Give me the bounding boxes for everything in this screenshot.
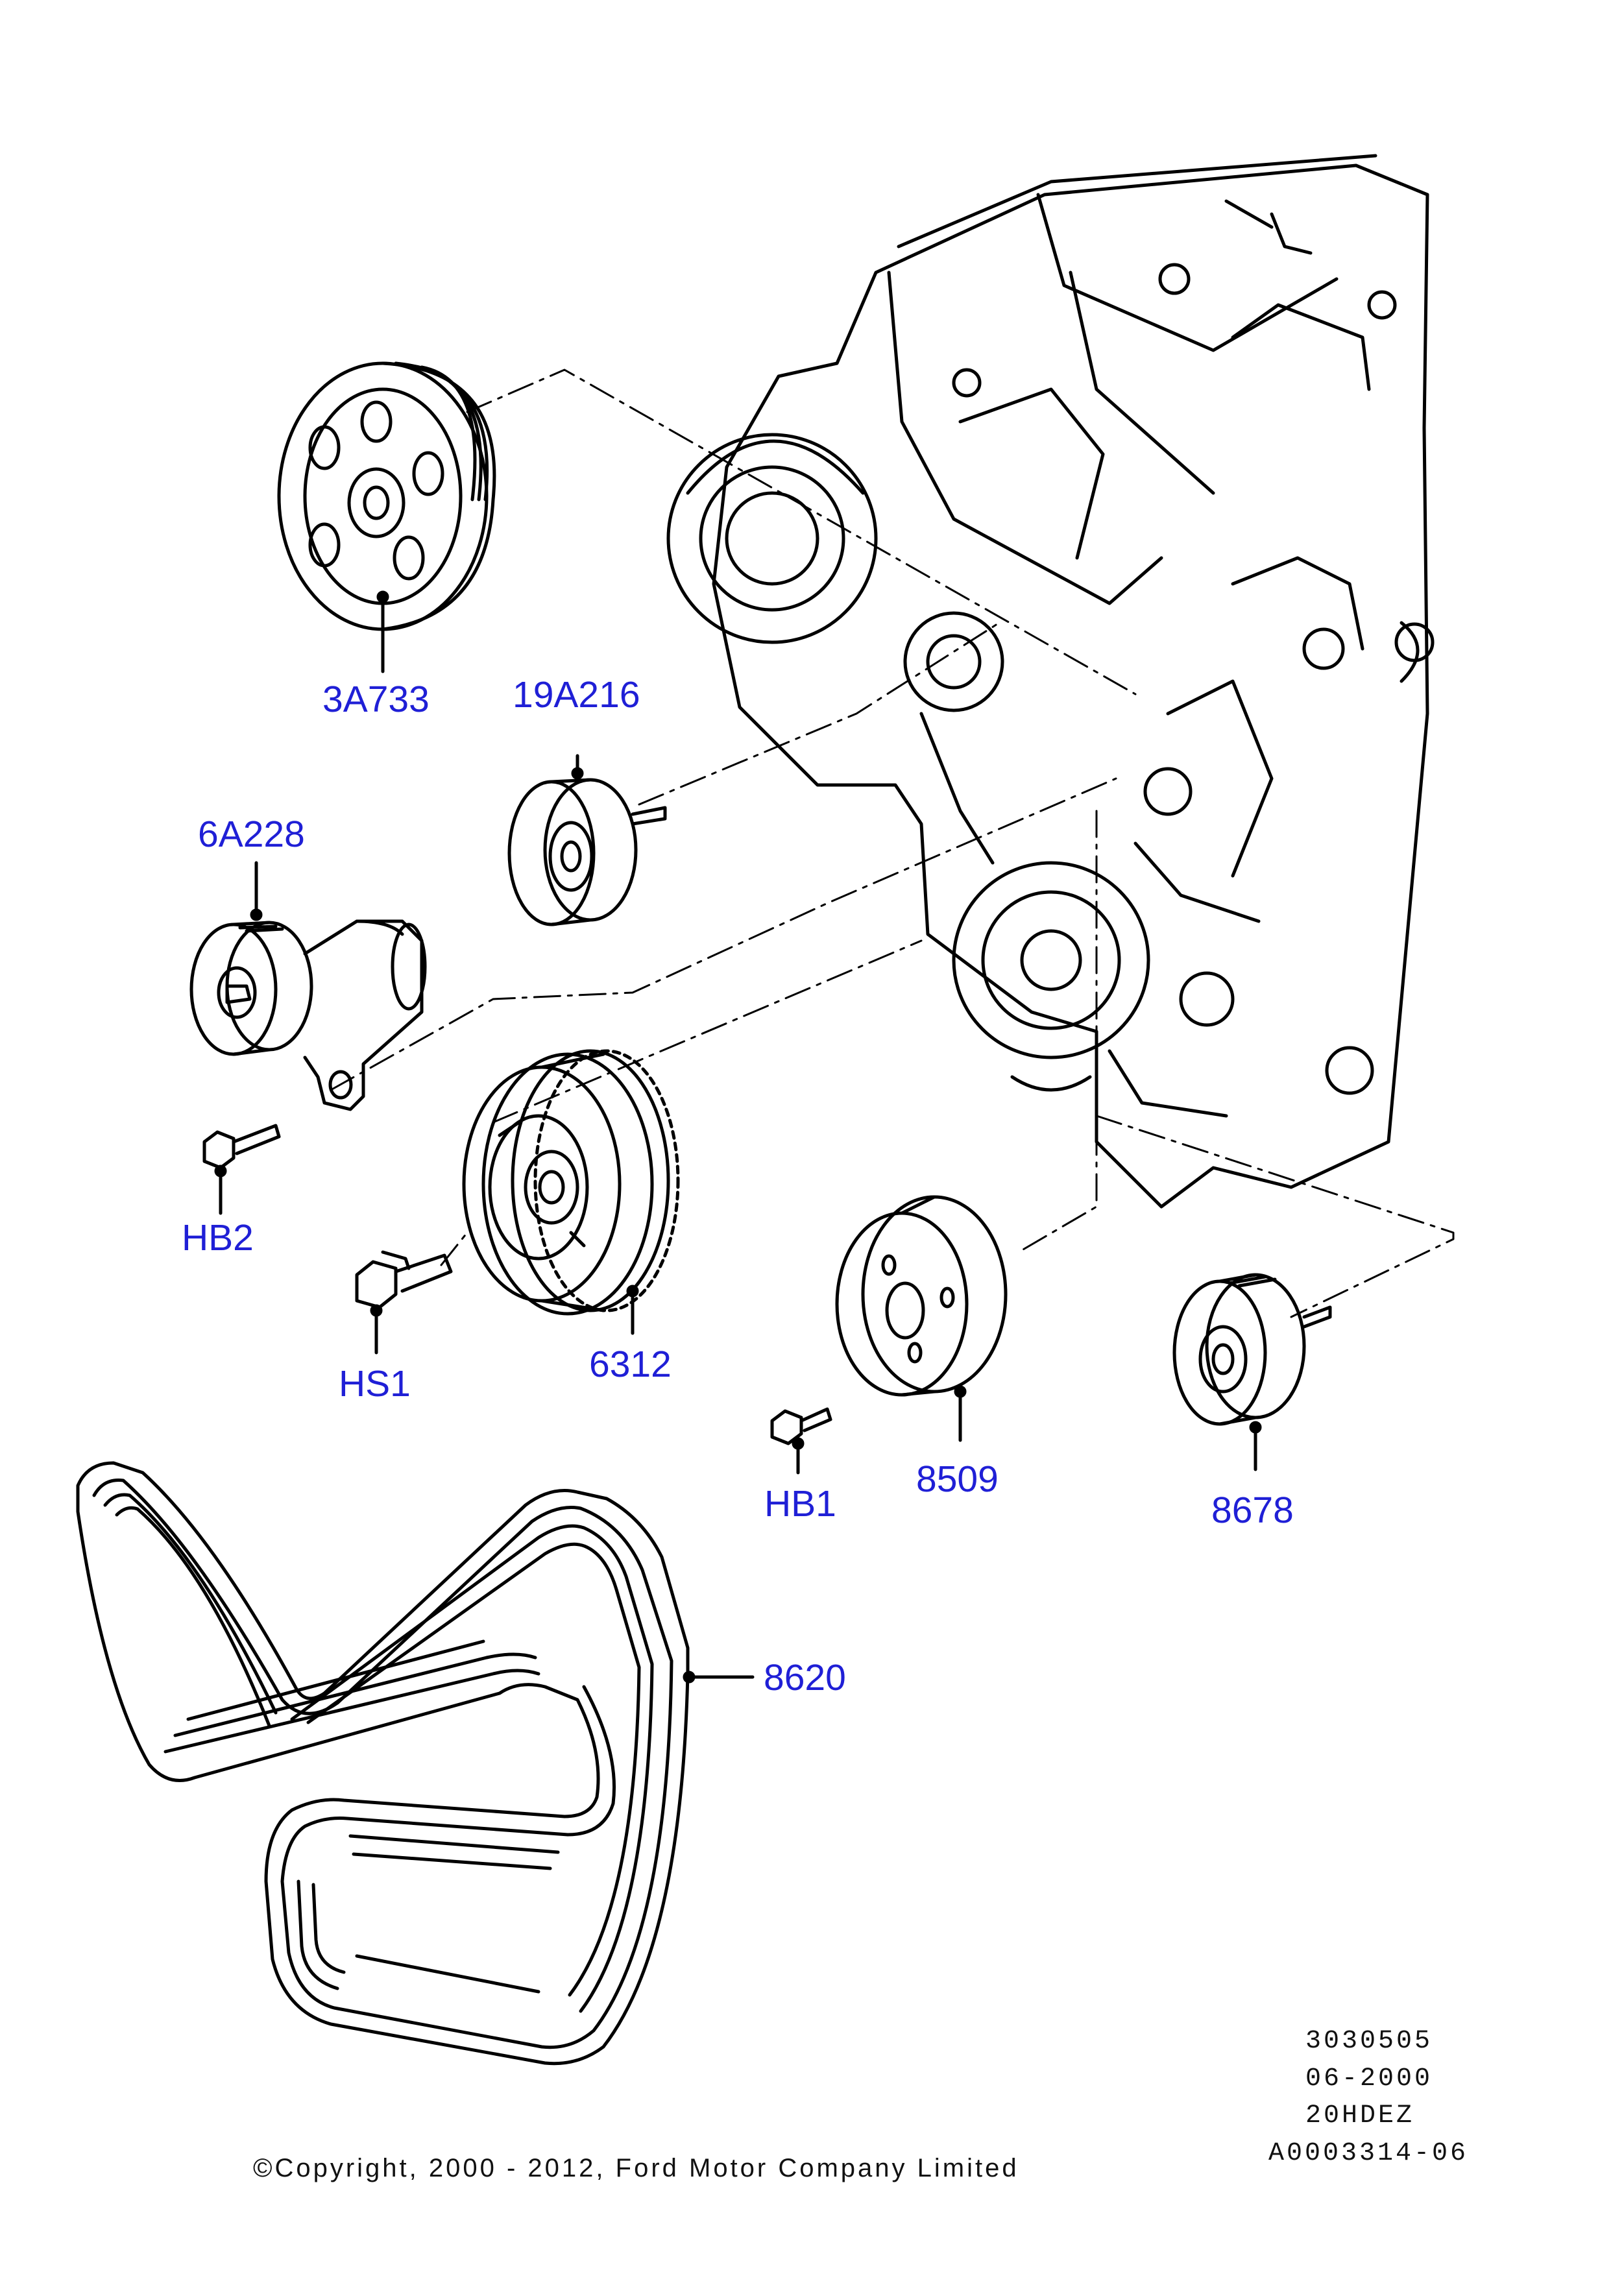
power-steering-pulley [277, 361, 496, 673]
callout-hb2[interactable]: HB2 [182, 1217, 254, 1259]
callout-6312[interactable]: 6312 [589, 1344, 672, 1385]
callout-8620[interactable]: 8620 [764, 1657, 846, 1698]
copyright-notice: ©Copyright, 2000 - 2012, Ford Motor Comp… [253, 2154, 1019, 2182]
reference-number: 3030505 [1305, 2027, 1433, 2056]
callout-8509[interactable]: 8509 [916, 1458, 999, 1500]
crankshaft-pulley-6312 [462, 1049, 680, 1335]
callout-8678[interactable]: 8678 [1211, 1490, 1294, 1531]
bolt-hs1 [355, 1250, 453, 1355]
belt-tensioner-6a228 [189, 861, 427, 1111]
callout-19a216[interactable]: 19A216 [513, 674, 640, 716]
reference-date: 06-2000 [1305, 2064, 1433, 2094]
engine-block-drawing [666, 154, 1435, 1209]
alignment-lines [330, 368, 1455, 1318]
callout-hs1[interactable]: HS1 [339, 1363, 411, 1405]
idler-pulley-19a216 [507, 754, 667, 926]
bolt-hb1 [770, 1407, 832, 1475]
reference-code: 20HDEZ [1305, 2101, 1415, 2131]
reference-drawing-id: A0003314-06 [1268, 2139, 1469, 2168]
bolt-hb2 [202, 1124, 281, 1215]
serpentine-belt-8620 [76, 1461, 755, 2066]
callout-6a228[interactable]: 6A228 [198, 814, 305, 855]
idler-pulley-8678 [1172, 1273, 1332, 1471]
callout-3a733[interactable]: 3A733 [322, 679, 430, 720]
water-pump-pulley-8509 [835, 1195, 1008, 1442]
callout-hb1[interactable]: HB1 [764, 1483, 836, 1525]
